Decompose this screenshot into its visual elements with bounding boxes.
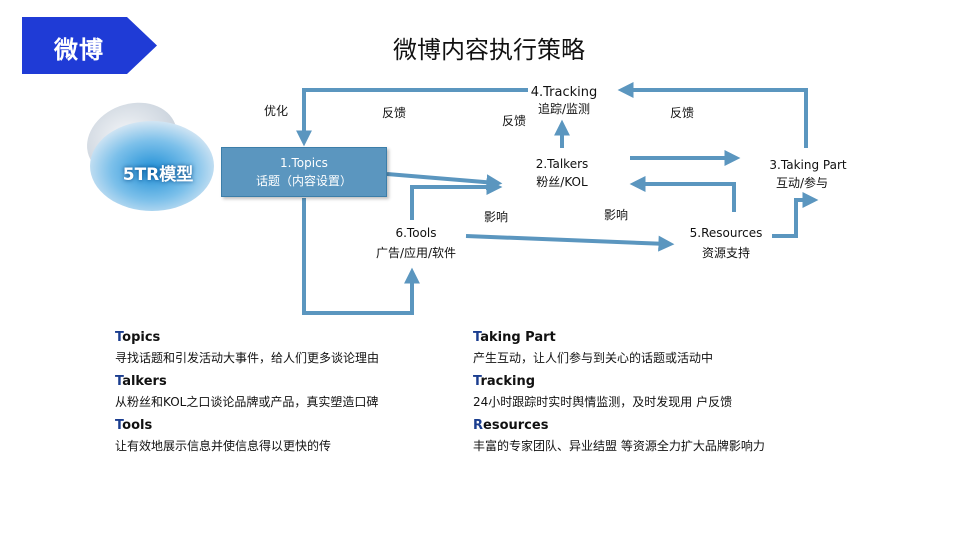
desc-tools-heading: Tools [115,416,455,436]
node-topics-title: 1.Topics [280,156,328,170]
desc-tracking-rest: racking [480,374,536,389]
tag-label: 微博 [54,36,104,64]
arrow-tools-to-resources [465,234,675,252]
desc-topics-heading: Topics [115,328,455,348]
desc-taking-part-rest: aking Part [480,330,556,345]
desc-talkers-text: 从粉丝和KOL之口谈论品牌或产品，真实塑造口碑 [115,395,379,409]
desc-talkers-rest: alkers [122,374,167,389]
desc-resources-rest: esources [483,418,549,433]
section-tag: 微博 [22,17,157,74]
edge-label-feedback-left: 反馈 [382,106,407,120]
node-taking-part-subtitle: 互动/参与 [775,176,829,190]
node-topics: 1.Topics 话题（内容设置） [221,147,387,197]
flow-diagram [87,82,819,315]
node-taking-part-title: 3.Taking Part [769,158,847,172]
node-resources: 5.Resources 资源支持 [678,224,774,262]
edge-label-feedback-mid: 反馈 [502,114,527,128]
node-tools-title: 6.Tools [395,226,437,240]
arrow-tools-to-talkers [410,179,503,220]
desc-taking-part-text: 产生互动，让人们参与到关心的话题或活动中 [473,351,714,365]
node-topics-subtitle: 话题（内容设置） [255,174,352,188]
desc-topics-initial: T [115,330,123,345]
desc-resources-text: 丰富的专家团队、异业结盟 等资源全力扩大品牌影响力 [473,439,765,453]
model-label: 5TR模型 [122,165,194,185]
desc-topics-text: 寻找话题和引发活动大事件，给人们更多谈论理由 [115,351,380,365]
node-resources-title: 5.Resources [689,226,763,240]
description-right-column: Taking Part 产生互动，让人们参与到关心的话题或活动中 Trackin… [473,328,833,460]
desc-tracking-text: 24小时跟踪时实时舆情监测，及时发现用 户反馈 [473,395,733,409]
arrow-resources-to-talkers [629,176,736,212]
node-resources-subtitle: 资源支持 [701,246,750,260]
desc-talkers-initial: T [115,374,123,389]
arrow-topics-to-tools [302,198,420,315]
desc-taking-part-heading: Taking Part [473,328,833,348]
node-tools-subtitle: 广告/应用/软件 [375,246,457,260]
description-left-column: Topics 寻找话题和引发活动大事件，给人们更多谈论理由 Talkers 从粉… [115,328,455,460]
desc-resources-initial: R [473,418,484,433]
page-title: 微博内容执行策略 [393,36,585,64]
arrow-tracking-to-topics [296,88,528,147]
desc-tools-text: 让有效地展示信息并使信息得以更快的传 [115,439,332,453]
tag-arrow-shape [22,17,157,74]
edge-label-influence-right: 影响 [604,208,629,222]
desc-resources-heading: Resources [473,416,833,436]
arrow-resources-to-takingpart [772,192,819,238]
node-talkers-subtitle: 粉丝/KOL [536,175,588,189]
node-talkers-title: 2.Talkers [535,157,589,171]
node-tracking-title: 4.Tracking [530,85,598,100]
desc-talkers-heading: Talkers [115,372,455,392]
edge-label-optimize: 优化 [264,104,289,118]
node-tracking: 4.Tracking 追踪/监测 [516,84,612,118]
edge-label-feedback-right: 反馈 [670,106,695,120]
node-taking-part: 3.Taking Part 互动/参与 [758,156,858,192]
arrow-takingpart-to-tracking [617,82,808,148]
desc-topics-rest: opics [122,330,161,345]
node-tools: 6.Tools 广告/应用/软件 [368,224,464,262]
desc-tracking-heading: Tracking [473,372,833,392]
desc-tools-initial: T [115,418,123,433]
model-blob [87,102,214,211]
edge-label-influence-left: 影响 [484,210,509,224]
desc-tools-rest: ools [122,418,153,433]
desc-tracking-initial: T [473,374,481,389]
desc-taking-part-initial: T [473,330,481,345]
arrow-topics-to-talkers [386,172,503,191]
node-tracking-subtitle: 追踪/监测 [537,102,591,116]
node-talkers: 2.Talkers 粉丝/KOL [514,155,610,191]
